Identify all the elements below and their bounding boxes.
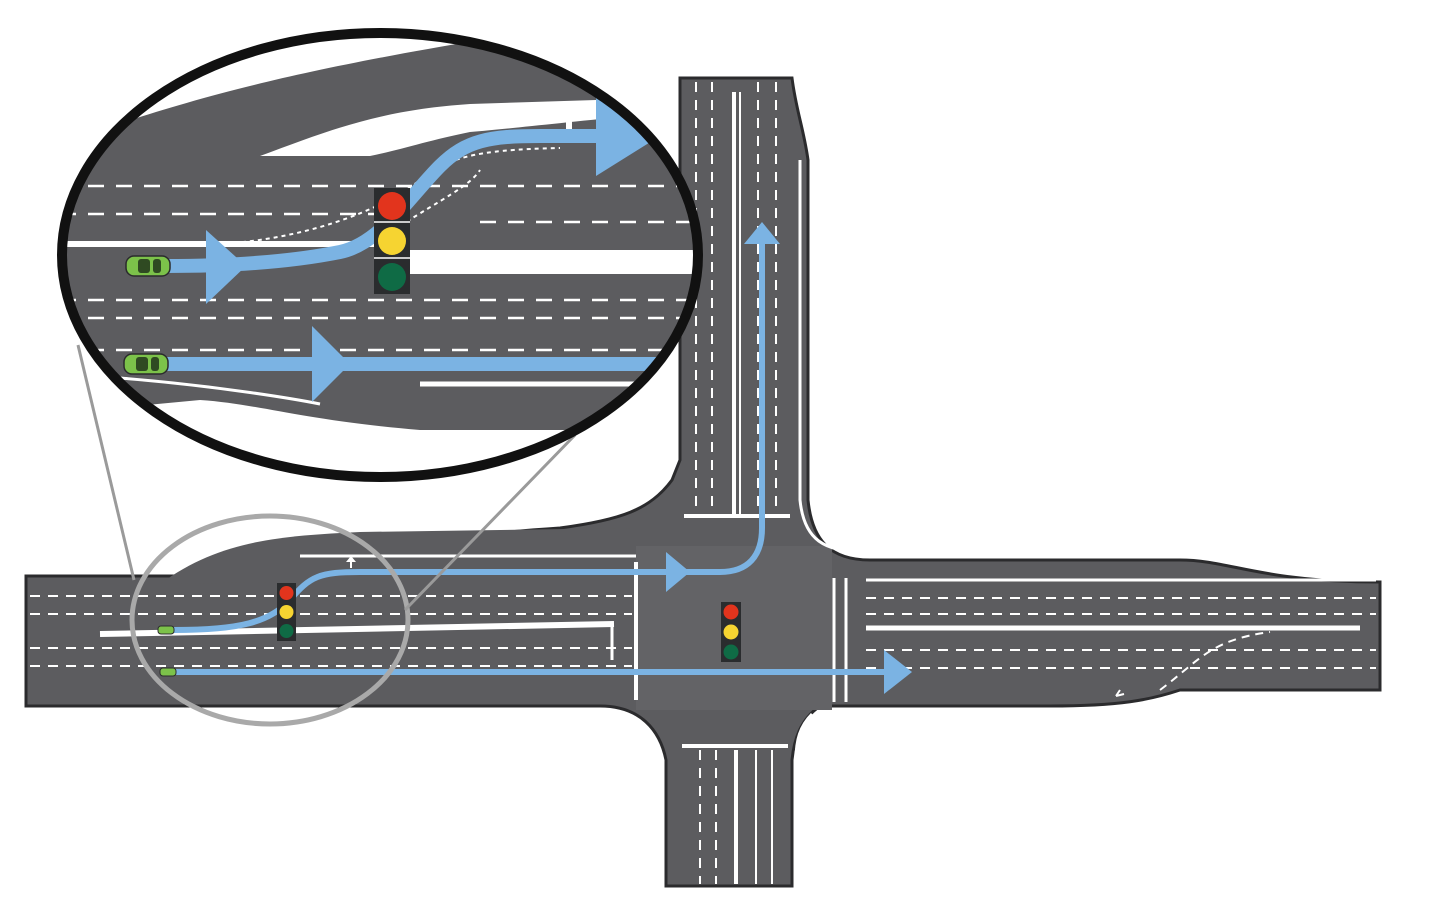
- traffic-light-icon: [374, 188, 410, 294]
- traffic-light-icon: [277, 583, 296, 641]
- magnifier-lens: [57, 28, 703, 482]
- car-icon: [157, 625, 175, 635]
- north-leg-markings: [684, 82, 790, 518]
- through-route-arrowhead: [884, 650, 912, 694]
- magnifier-ring: [57, 28, 703, 482]
- lane-arrow-icon: [558, 110, 580, 130]
- left-turn-route: [173, 240, 765, 633]
- south-leg-markings: [682, 744, 788, 884]
- lens-lower-island: [410, 250, 698, 274]
- car-icon: [159, 667, 177, 677]
- lens-left-turn-arrowhead: [596, 96, 660, 176]
- focus-ring: [129, 513, 411, 727]
- lens-through-midarrow: [312, 326, 350, 402]
- lane-arrow-icon: [346, 556, 356, 568]
- car-icon: [125, 255, 171, 277]
- main-routes: [173, 222, 912, 694]
- car-icon: [123, 353, 169, 375]
- left-turn-route-midarrow: [666, 552, 690, 592]
- east-leg-markings: [832, 578, 1376, 702]
- curb-lines: [603, 160, 867, 761]
- magnifier-connectors: [76, 344, 577, 612]
- left-turn-route-arrowhead: [744, 222, 780, 244]
- traffic-light-icon: [721, 602, 741, 662]
- lens-left-turn-midarrow: [206, 230, 246, 304]
